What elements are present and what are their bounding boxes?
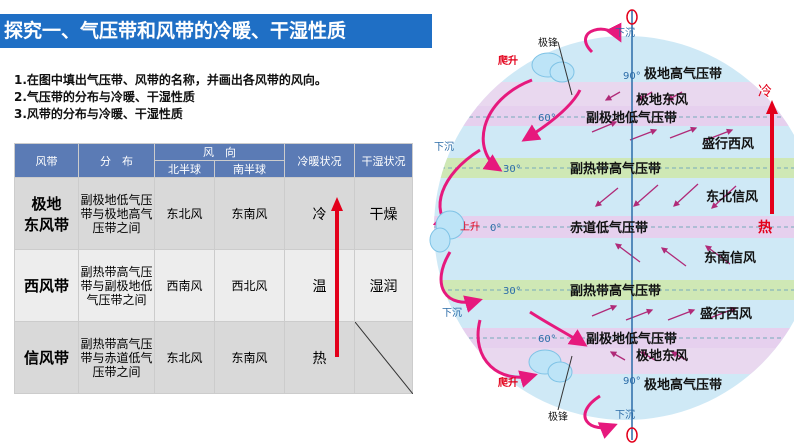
wind-belt-diagram: 极地高气压带 极地东风 副极地低气压带 盛行西风 副热带高气压带 东北信风 赤道… [429,9,794,443]
header-temperature: 冷暖状况 [284,143,355,178]
question-2: 2.气压带的分布与冷暖、干湿性质 [14,90,195,104]
label-polar-high-bottom: 极地高气压带 [644,377,722,393]
label-ne-trade: 东北信风 [706,189,758,205]
table-row: 信风带 副热带高气压带与赤道低气压带之间 东北风 东南风 热 [14,321,413,394]
lat-90-n: 90° [623,71,641,82]
label-front-top: 极锋 [538,36,558,49]
header-band: 风带 [14,143,79,178]
cloud-icon [429,52,575,383]
cold-hot-arrow [766,100,778,214]
distribution-cell: 副热带高气压带与赤道低气压带之间 [78,321,155,394]
wind-belt-table: 风带 分 布 风 向 冷暖状况 干湿状况 北半球 南半球 极地 东风带 副极地低… [14,143,413,394]
label-sink-left-bottom: 下沉 [442,306,462,319]
label-sink-bottom: 下沉 [615,408,635,421]
label-sink-left-top: 下沉 [434,140,454,153]
label-subpolar-low-s: 副极地低气压带 [586,331,677,347]
north-cell: 西南风 [154,249,215,322]
distribution-cell: 副极地低气压带与极地高气压带之间 [78,177,155,250]
header-south: 南半球 [214,160,285,178]
header-distribution: 分 布 [78,143,155,178]
label-sink-top: 下沉 [615,26,635,39]
north-cell: 东北风 [154,321,215,394]
label-equatorial-low: 赤道低气压带 [570,220,648,236]
label-front-bottom: 极锋 [548,410,568,423]
lat-60-s: 60° [538,334,556,345]
table-row: 极地 东风带 副极地低气压带与极地高气压带之间 东北风 东南风 冷 干燥 [14,177,413,250]
label-subtropical-high-s: 副热带高气压带 [570,283,661,299]
label-rise-equator: 上升 [460,221,480,233]
lat-30-s: 30° [503,286,521,297]
diagonal-slash [355,322,413,394]
band-line: 东风带 [23,215,69,234]
band-cell: 西风带 [14,249,79,322]
temperature-cell: 温 [284,249,355,322]
header-moisture: 干湿状况 [354,143,413,178]
lat-90-s: 90° [623,376,641,387]
moisture-cell: 湿润 [354,249,413,322]
header-direction: 风 向 [154,143,285,161]
label-rise-bottom: 爬升 [497,376,518,389]
question-1: 1.在图中填出气压带、风带的名称，并画出各风带的风向。 [14,73,327,87]
label-se-trade: 东南信风 [704,250,756,266]
label-cold: 冷 [758,84,772,100]
question-3: 3.风带的分布与冷暖、干湿性质 [14,107,183,121]
label-westerlies-s: 盛行西风 [700,306,752,322]
table-row: 西风带 副热带高气压带与副极地低气压带之间 西南风 西北风 温 湿润 [14,249,413,322]
label-polar-east-n: 极地东风 [636,92,688,108]
label-rise-top: 爬升 [497,54,518,67]
label-subtropical-high-n: 副热带高气压带 [570,161,661,177]
lat-0: 0° [490,223,501,234]
lat-60-n: 60° [538,113,556,124]
north-cell: 东北风 [154,177,215,250]
moisture-cell-empty [354,321,413,394]
lat-30-n: 30° [503,164,521,175]
distribution-cell: 副热带高气压带与副极地低气压带之间 [78,249,155,322]
label-polar-high-top: 极地高气压带 [644,66,722,82]
temperature-up-arrow [331,197,343,357]
label-subpolar-low-n: 副极地低气压带 [586,110,677,126]
band-cell: 极地 东风带 [14,177,79,250]
temperature-cell: 冷 [284,177,355,250]
south-cell: 东南风 [214,177,285,250]
page-title: 探究一、气压带和风带的冷暖、干湿性质 [0,14,432,48]
moisture-cell: 干燥 [354,177,413,250]
band-cell: 信风带 [14,321,79,394]
label-westerlies-n: 盛行西风 [702,136,754,152]
header-north: 北半球 [154,160,215,178]
temperature-cell: 热 [284,321,355,394]
south-cell: 西北风 [214,249,285,322]
label-hot: 热 [758,219,772,236]
label-polar-east-s: 极地东风 [636,348,688,364]
south-cell: 东南风 [214,321,285,394]
band-line: 极地 [31,194,62,213]
question-list: 1.在图中填出气压带、风带的名称，并画出各风带的风向。 2.气压带的分布与冷暖、… [14,72,327,123]
